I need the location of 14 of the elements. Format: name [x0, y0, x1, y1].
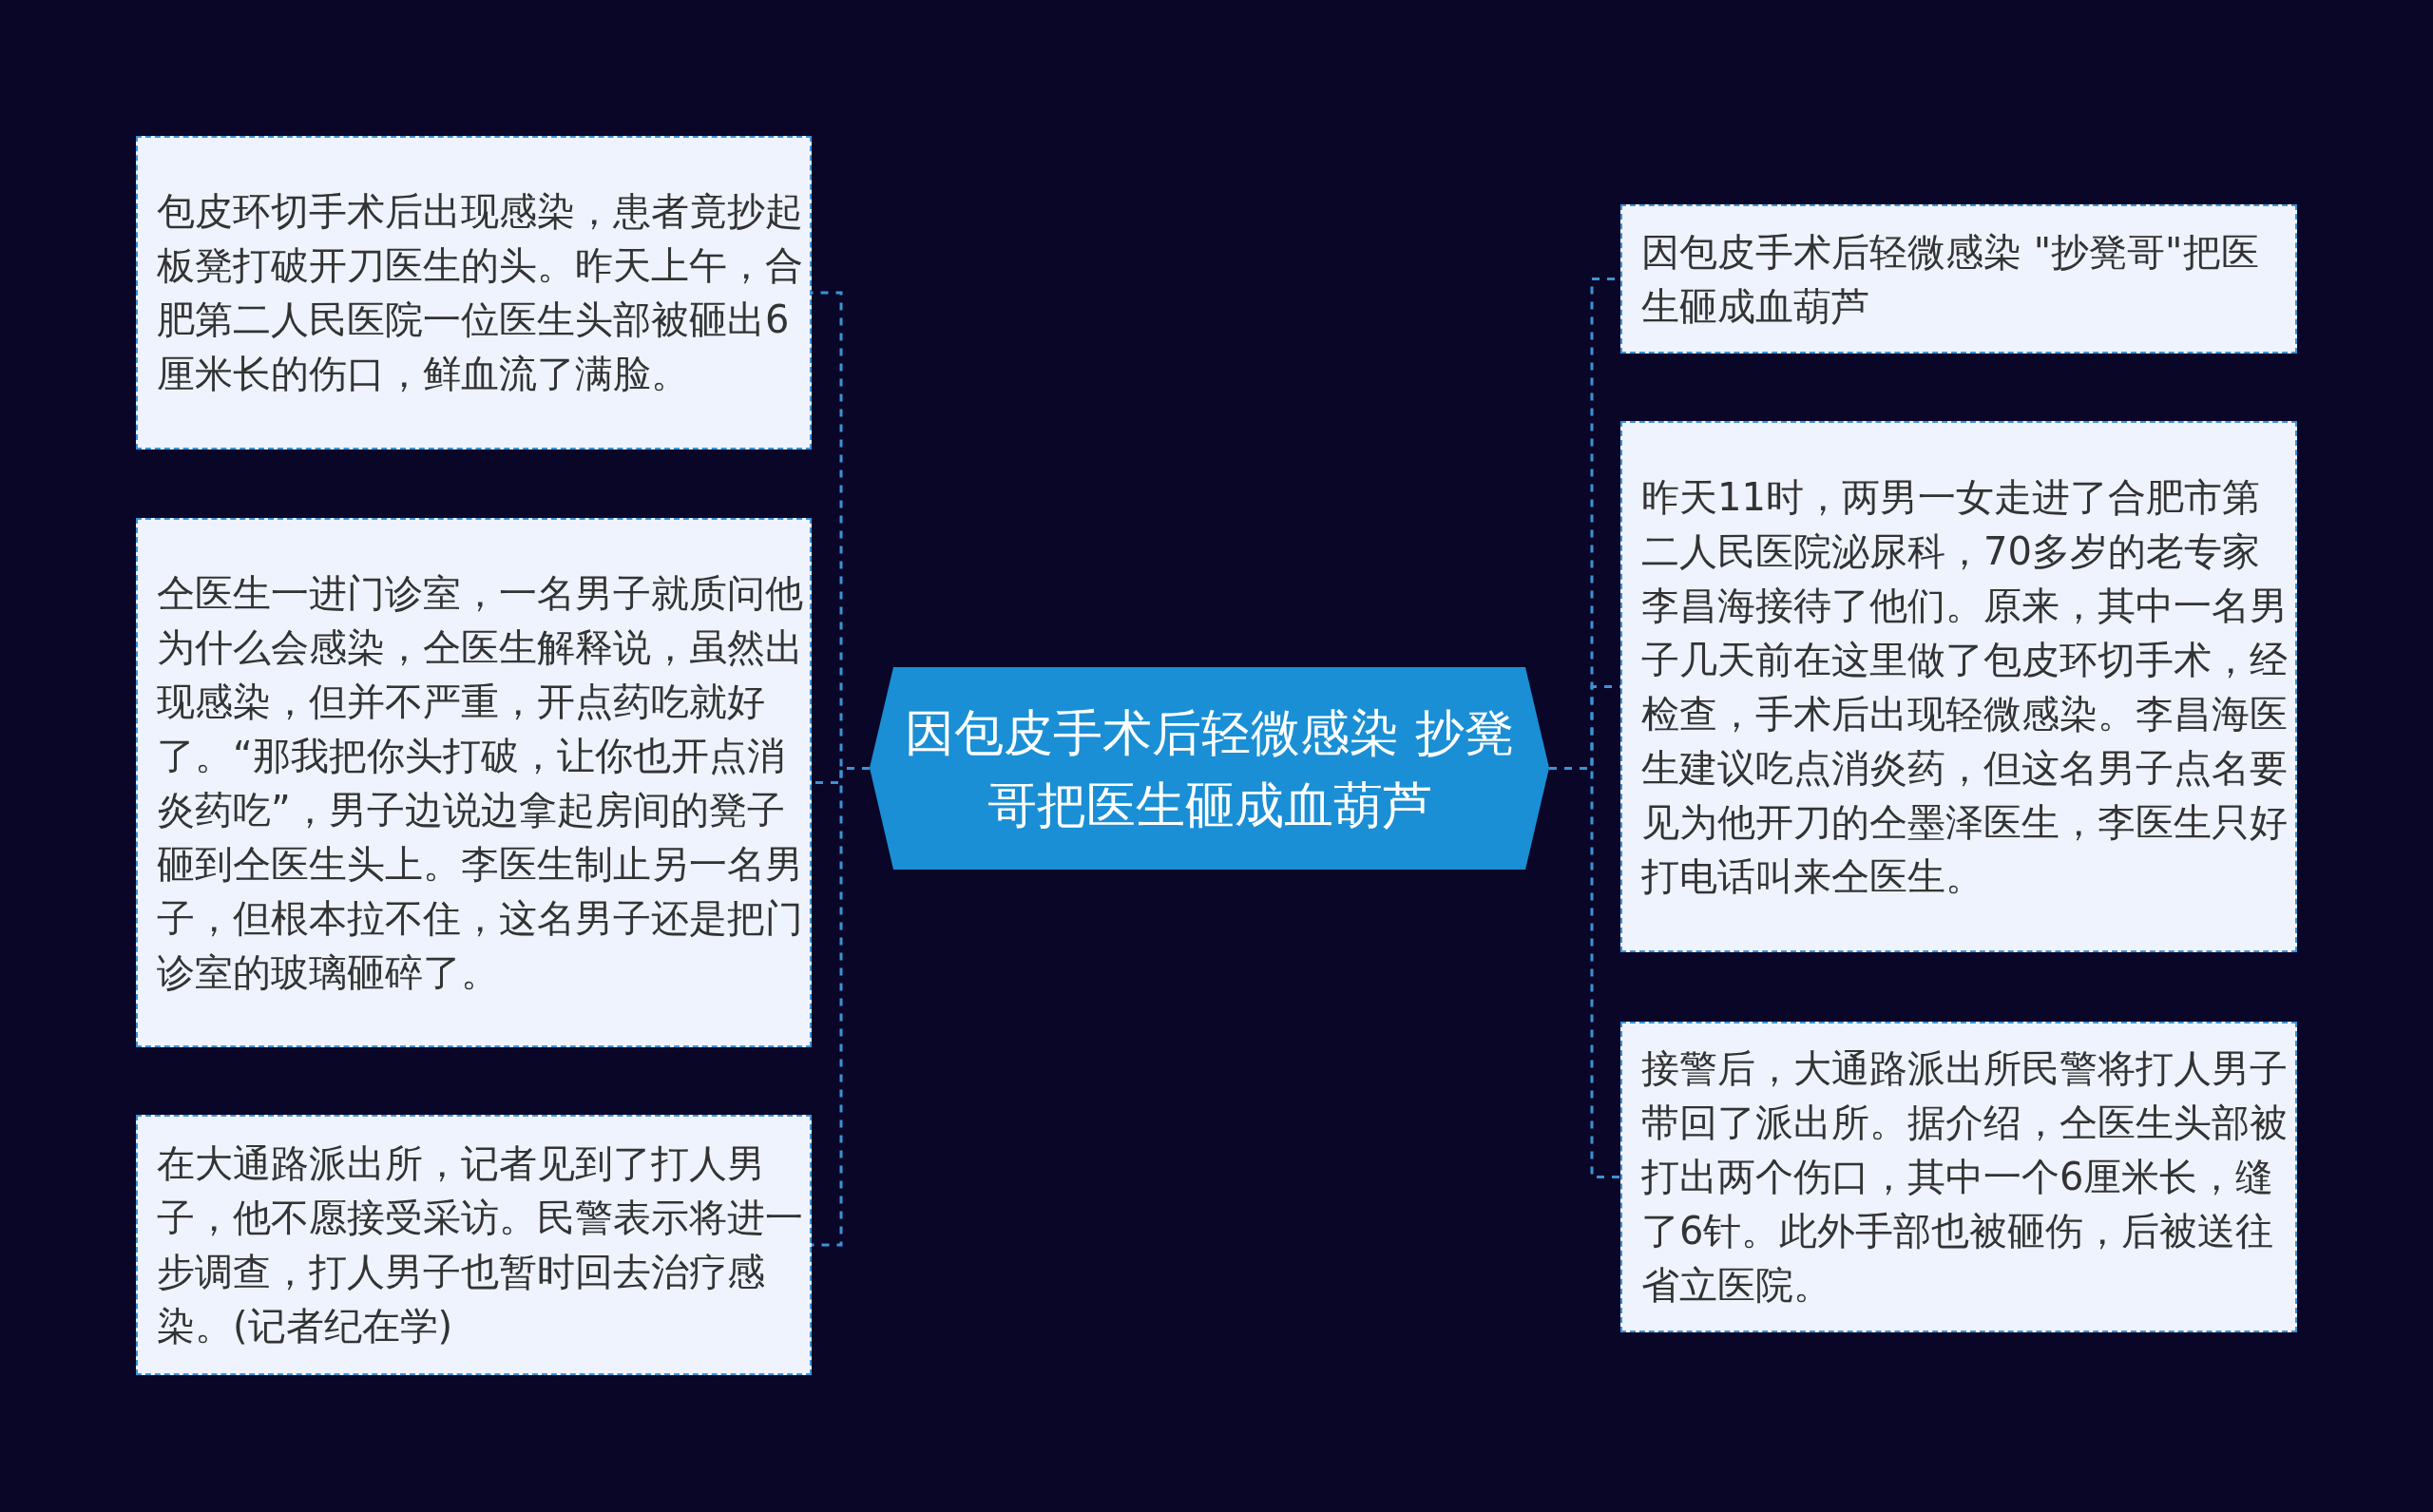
text-card: [136, 518, 812, 1047]
text-card: [1620, 421, 2297, 952]
card-paragraph: 昨天11时，两男一女走进了合肥市第二人民医院泌尿科，70多岁的老专家李昌海接待了他们。原来，其中一名男子几天前在这里做了包皮环切手术，经检查，手术后出现轻微感染。李昌海医生建议吃点消炎药，但这名男子点名要见为他开刀的仝墨泽医生，李医生只好打电话叫来仝医生。: [1641, 473, 2289, 900]
card-paragraph: 因包皮手术后轻微感染 "抄凳哥"把医生砸成血葫芦: [1641, 228, 2260, 330]
text-card: [1620, 1022, 2297, 1332]
card-paragraph: 仝医生一进门诊室，一名男子就质问他为什么会感染，仝医生解释说，虽然出现感染，但并不严重，开点药吃就好了。“那我把你头打破，让你也开点消炎药吃”，男子边说边拿起房间的凳子砸到仝医生头上。李医生制止另一名男子，但根本拉不住，这名男子还是把门诊室的玻璃砸碎了。: [157, 569, 804, 996]
text-card: [136, 1115, 812, 1375]
topic-hexagon: [870, 667, 1549, 870]
text-card: [1620, 204, 2297, 354]
card-paragraph: 接警后，大通路派出所民警将打人男子带回了派出所。据介绍，仝医生头部被打出两个伤口，其中一个6厘米长，缝了6针。此外手部也被砸伤，后被送往省立医院。: [1641, 1045, 2289, 1309]
topic-title: 因包皮手术后轻微感染 抄凳哥把医生砸成血葫芦: [904, 702, 1515, 835]
text-card: [136, 136, 812, 450]
card-paragraph: 在大通路派出所，记者见到了打人男子，他不愿接受采访。民警表示将进一步调查，打人男子也暂时回去治疗感染。(记者纪在学): [157, 1140, 804, 1349]
card-paragraph: 包皮环切手术后出现感染，患者竟抄起板凳打破开刀医生的头。昨天上午，合肥第二人民医院一位医生头部被砸出6厘米长的伤口，鲜血流了满脸。: [157, 188, 804, 397]
